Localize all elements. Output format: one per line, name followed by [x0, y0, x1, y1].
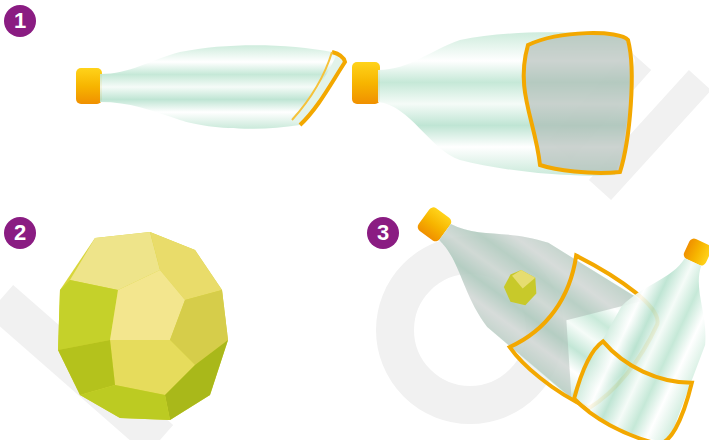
crumpled-ball: [58, 232, 228, 420]
step-number-text: 3: [377, 222, 389, 244]
step-number-text: 1: [14, 10, 26, 32]
step-number: 2: [4, 217, 36, 249]
step-number: 1: [4, 5, 36, 37]
step-number-text: 2: [14, 222, 26, 244]
cut-bottle: [352, 32, 635, 175]
cut-bottle: [566, 219, 709, 440]
cut-bottle: [76, 45, 345, 129]
step-number: 3: [367, 217, 399, 249]
